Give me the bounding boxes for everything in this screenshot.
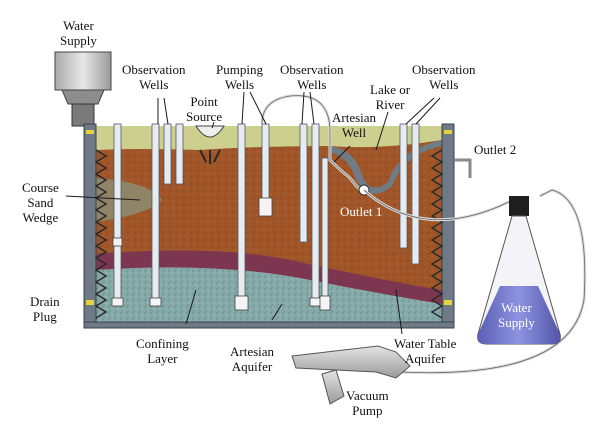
label-outlet-1: Outlet 1 [340, 204, 383, 219]
outlet-2-spout [454, 158, 472, 178]
observation-wells-left [111, 123, 184, 307]
observation-wells-center [299, 123, 331, 311]
water-supply-flask [477, 196, 561, 345]
vacuum-pump [291, 345, 411, 405]
pumping-wells [234, 123, 273, 311]
water-supply-tank [54, 51, 112, 127]
pointer-arrows [65, 91, 441, 335]
label-outlet-2: Outlet 2 [474, 142, 517, 157]
observation-wells-right [399, 123, 420, 265]
point-source [195, 125, 225, 164]
